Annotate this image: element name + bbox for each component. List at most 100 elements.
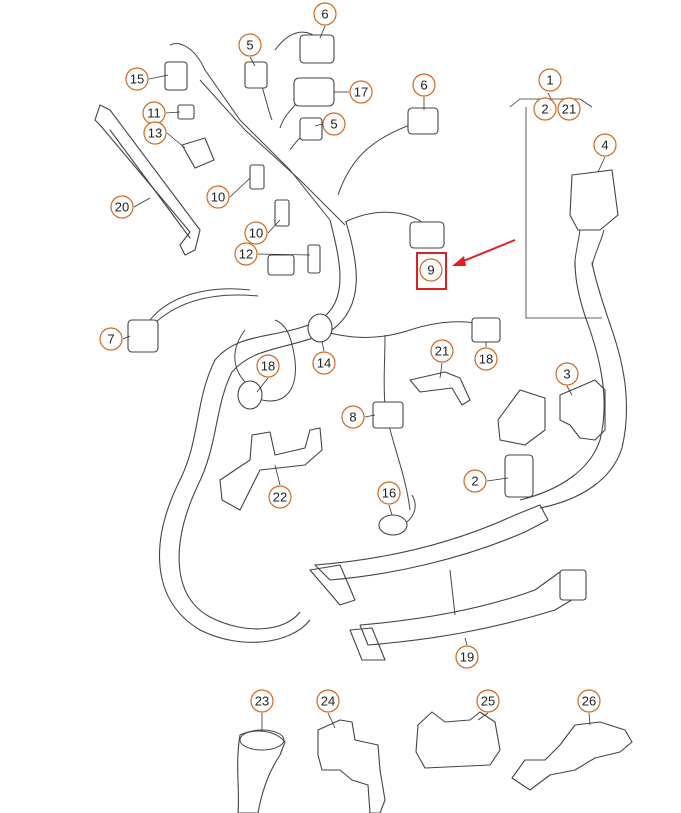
callout-circle — [110, 195, 134, 219]
callout-circle — [312, 351, 336, 375]
callout-label: 10 — [249, 226, 263, 241]
callout-leader — [327, 712, 336, 729]
callout-label: 14 — [317, 356, 331, 371]
callout-circle — [533, 97, 557, 121]
callout-circle — [234, 242, 258, 266]
connector-small — [267, 254, 295, 276]
callout-11: 11 — [142, 101, 181, 125]
highlight-arrow — [455, 239, 516, 265]
callout-leader — [319, 25, 326, 39]
callout-circle — [125, 67, 149, 91]
callout-label: 5 — [246, 38, 253, 53]
callout-10: 10 — [244, 219, 281, 245]
callout-14: 14 — [312, 341, 336, 375]
callout-leader — [274, 464, 281, 486]
connector-10-lower — [274, 199, 290, 227]
callout-label: 5 — [330, 117, 337, 132]
callout-12: 12 — [234, 242, 311, 266]
callout-leader — [122, 335, 131, 340]
callout-9: 9 — [419, 258, 443, 282]
callout-label: 11 — [147, 106, 161, 121]
callout-label: 1 — [546, 73, 553, 88]
callout-label: 23 — [255, 694, 269, 709]
callout-label: 6 — [321, 7, 328, 22]
connector-18-right — [471, 317, 501, 343]
brackets-2-3 — [497, 379, 606, 498]
callout-10: 10 — [206, 177, 251, 209]
callout-15: 15 — [125, 67, 169, 91]
callout-5: 5 — [238, 33, 262, 67]
callout-circle — [256, 354, 280, 378]
callout-circle — [244, 221, 268, 245]
callout-label: 2 — [471, 474, 478, 489]
connector-19 — [559, 569, 587, 601]
callout-22: 22 — [268, 464, 292, 509]
callout-leader — [267, 219, 281, 234]
part-23 — [237, 730, 286, 813]
callout-23: 23 — [250, 689, 274, 730]
callout-leader — [364, 414, 376, 418]
callout-26: 26 — [577, 689, 601, 726]
callout-circle — [377, 481, 401, 505]
callout-label: 9 — [427, 263, 434, 278]
callout-leader — [566, 385, 573, 396]
callout-leader — [388, 504, 393, 516]
callout-18: 18 — [474, 342, 498, 371]
callout-circle — [322, 112, 346, 136]
callout-circle — [555, 362, 579, 386]
callout-circle — [316, 689, 340, 713]
callout-leader — [229, 177, 251, 198]
callout-4: 4 — [593, 133, 617, 173]
callout-leader — [314, 123, 323, 127]
highlight-group — [416, 239, 516, 290]
callout-label: 3 — [563, 367, 570, 382]
branch-7 — [127, 288, 259, 353]
callout-label: 25 — [481, 694, 495, 709]
middle-parts — [234, 313, 501, 536]
callout-label: 15 — [130, 72, 144, 87]
callout-label: 22 — [273, 490, 287, 505]
connector-6-top — [299, 34, 335, 64]
callout-label: 6 — [420, 78, 427, 93]
callout-8: 8 — [341, 405, 376, 429]
sensor-14 — [307, 313, 333, 343]
connector-8 — [372, 401, 404, 429]
callout-label: 26 — [582, 694, 596, 709]
callout-circle — [250, 689, 274, 713]
callout-circle — [341, 405, 365, 429]
connector-12 — [307, 244, 321, 274]
callout-label: 2 — [541, 102, 548, 117]
callout-leader — [166, 132, 186, 149]
callout-label: 18 — [479, 352, 493, 367]
callout-3: 3 — [555, 362, 579, 396]
callout-label: 19 — [460, 650, 474, 665]
callout-6: 6 — [313, 2, 337, 39]
callout-label: 21 — [435, 344, 449, 359]
callout-label: 17 — [354, 85, 368, 100]
sensor-16 — [378, 514, 408, 536]
upper-harness-branch — [164, 31, 445, 276]
callout-label: 4 — [601, 138, 608, 153]
arrow-head-icon — [452, 256, 466, 266]
connector-2 — [504, 454, 534, 498]
connector-6-right — [407, 107, 439, 135]
part-25 — [415, 711, 501, 769]
bracket-21 — [409, 371, 471, 406]
callout-circle — [463, 469, 487, 493]
callout-circle — [474, 347, 498, 371]
callout-leader — [148, 74, 169, 80]
callout-13: 13 — [143, 121, 186, 149]
callout-circle — [206, 185, 230, 209]
connector-5-top — [244, 61, 268, 89]
connector-10-upper — [249, 164, 265, 190]
connector-9 — [409, 221, 445, 249]
callout-circle — [143, 121, 167, 145]
callout-circle — [238, 33, 262, 57]
callout-label: 24 — [321, 694, 335, 709]
connector-5-mid — [299, 117, 323, 141]
connector-15 — [164, 61, 188, 91]
callout-leader — [257, 253, 311, 256]
callout-circle — [412, 73, 436, 97]
callout-leader — [477, 712, 489, 721]
